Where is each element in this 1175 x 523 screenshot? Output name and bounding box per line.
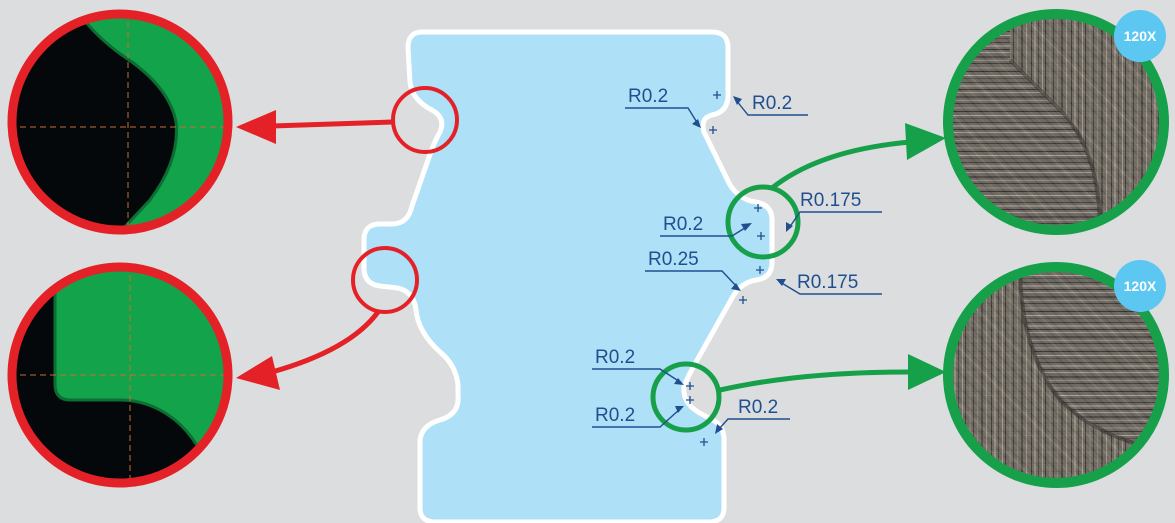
zoom-circle-top-left [7, 9, 233, 235]
arrow-red-upper [236, 110, 393, 144]
leader-arrowheads [674, 96, 793, 434]
part-profile [361, 29, 775, 523]
badge-lower-text: 120X [1124, 278, 1157, 294]
radius-label-bottom-right: R0.2 [738, 397, 778, 418]
radius-label-mid-lower-right: R0.175 [797, 272, 858, 293]
inspection-ring-green-lower [650, 361, 722, 433]
magnification-badge-upper: 120X [1114, 10, 1166, 62]
inspection-ring-red-lower [351, 246, 419, 314]
radius-label-mid-upper-right: R0.175 [800, 190, 861, 211]
inspection-ring-green-upper [725, 184, 801, 260]
radius-label-bottom-lower-left: R0.2 [595, 405, 635, 426]
radius-label-top-right: R0.2 [752, 93, 792, 114]
arrow-red-lower [236, 310, 381, 390]
leader-lines [592, 99, 882, 431]
inspection-ring-red-upper [391, 86, 459, 154]
badge-upper-text: 120X [1124, 28, 1157, 44]
center-marks [686, 91, 765, 446]
magnification-badge-lower: 120X [1114, 260, 1166, 312]
arrow-green-upper [770, 123, 946, 190]
radius-label-bottom-upper-left: R0.2 [595, 347, 635, 368]
radius-label-top-left: R0.2 [628, 86, 668, 107]
radius-label-mid-upper-left: R0.2 [663, 214, 703, 235]
arrow-green-lower [719, 354, 946, 393]
radius-label-mid-lower-left: R0.25 [648, 249, 699, 270]
zoom-circle-bottom-left [7, 262, 233, 488]
